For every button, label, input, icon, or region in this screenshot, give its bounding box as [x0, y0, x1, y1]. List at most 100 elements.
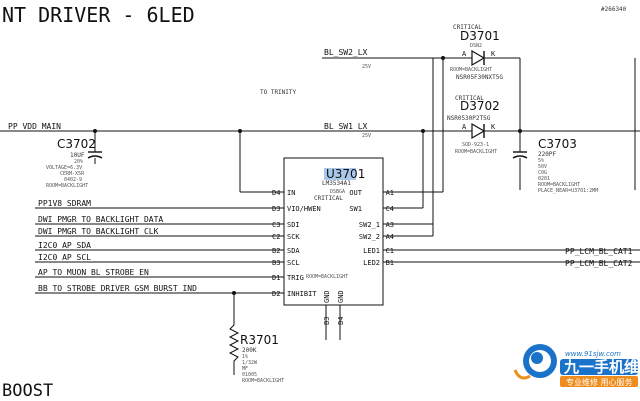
watermark-name-bg [560, 359, 638, 375]
svg-text:LED2: LED2 [363, 259, 380, 267]
svg-text:C2: C2 [272, 233, 280, 241]
svg-text:A1: A1 [386, 189, 394, 197]
ic-body [283, 157, 384, 306]
svg-text:D2: D2 [272, 290, 280, 298]
net-i2c-sda: I2C0_AP_SDA [38, 241, 91, 250]
svg-text:1%: 1% [242, 354, 248, 360]
svg-text:0402-9: 0402-9 [64, 177, 82, 183]
ic-part: LM3534A1 [322, 180, 351, 187]
svg-text:C4: C4 [386, 205, 394, 213]
svg-text:K: K [491, 123, 496, 131]
net-strobe-en: AP_TO_MUON_BL_STROBE_EN [38, 268, 149, 277]
junction-dots [93, 56, 522, 295]
svg-text:SW2_1: SW2_1 [359, 221, 380, 229]
net-bl-sw2-voltage: 25V [362, 64, 371, 70]
d3701-note: CRITICAL [453, 24, 482, 31]
r3701-value: 200K [242, 347, 257, 354]
svg-text:B2: B2 [272, 247, 280, 255]
svg-text:SW1: SW1 [349, 205, 362, 213]
svg-text:PLACE_NEAR=U3701:2MM: PLACE_NEAR=U3701:2MM [538, 188, 598, 194]
diode-d3702: CRITICAL D3702 NSR0530P2T5G A K SOD-923-… [447, 95, 500, 155]
ic-ref-highlight [324, 168, 356, 180]
svg-text:VIO/HWEN: VIO/HWEN [287, 205, 321, 213]
svg-text:SCL: SCL [287, 259, 300, 267]
watermark-name: 九一手机维修 [563, 358, 640, 376]
svg-text:D4: D4 [272, 189, 280, 197]
svg-text:TRIG: TRIG [287, 274, 304, 282]
net-pp-lcm-bl-cat2: PP_LCM_BL_CAT2 [565, 259, 633, 268]
d3702-pkg: SOD-923-1 [462, 142, 489, 148]
r3701-ref: R3701 [240, 333, 279, 347]
d3701-ref: D3701 [460, 29, 500, 43]
capacitor-c3703: C3703 220PF 5% 50V C0G 0201 ROOM=BACKLIG… [512, 137, 598, 194]
svg-text:D1: D1 [272, 274, 280, 282]
svg-text:SCK: SCK [287, 233, 300, 241]
boost-label: BOOST [2, 381, 53, 401]
svg-text:CERM-X5R: CERM-X5R [60, 171, 85, 177]
d3702-room: ROOM=BACKLIGHT [455, 149, 497, 155]
svg-text:IN: IN [287, 189, 295, 197]
d3702-note: CRITICAL [455, 95, 484, 102]
svg-text:ROOM=BACKLIGHT: ROOM=BACKLIGHT [242, 378, 284, 384]
svg-text:GND: GND [323, 290, 331, 303]
svg-text:C3: C3 [272, 221, 280, 229]
net-pp1v8-sdram: PP1V8_SDRAM [38, 199, 91, 208]
watermark-slogan-bg [560, 376, 638, 387]
svg-text:B1: B1 [386, 259, 394, 267]
net-bl-sw1-voltage: 25V [362, 133, 371, 139]
net-bl-sw2-lx: BL_SW2_LX [324, 48, 368, 57]
d3702-ref: D3702 [460, 99, 500, 113]
resistor-r3701: R3701 200K 1% 1/32W MF 01005 ROOM=BACKLI… [228, 324, 284, 384]
svg-text:B3: B3 [272, 259, 280, 267]
svg-text:SDI: SDI [287, 221, 300, 229]
ic-note: CRITICAL [314, 195, 343, 202]
sheet-id-label: #266340 [601, 6, 627, 13]
net-dwi-data: DWI_PMGR_TO_BACKLIGHT_DATA [38, 215, 163, 224]
svg-text:SDA: SDA [287, 247, 300, 255]
svg-text:ROOM=BACKLIGHT: ROOM=BACKLIGHT [538, 182, 580, 188]
net-bl-sw1-lx: BL_SW1_LX [324, 122, 368, 131]
ic-package: DSBGA [330, 189, 345, 195]
capacitor-c3702: C3702 10UF 20% VOLTAGE=6.3V CERM-X5R 040… [46, 137, 103, 189]
svg-text:D3: D3 [272, 205, 280, 213]
to-trinity-label: TO TRINITY [260, 89, 297, 96]
c3702-value: 10UF [70, 152, 85, 159]
d3702-part: NSR0530P2T5G [447, 115, 491, 122]
net-pp-vdd-main: PP_VDD_MAIN [8, 122, 61, 131]
net-i2c-scl: I2C0_AP_SCL [38, 253, 91, 262]
svg-text:1/32W: 1/32W [242, 360, 258, 366]
sheet-title: NT DRIVER - 6LED [2, 3, 195, 27]
svg-text:OUT: OUT [349, 189, 362, 197]
svg-text:0201: 0201 [538, 176, 550, 182]
svg-text:B4: B4 [337, 317, 345, 325]
watermark-slogan: 专业维修 用心服务 [566, 377, 633, 387]
ic-bottom-pins: GND GND B3 B4 [323, 290, 345, 325]
svg-text:20%: 20% [74, 159, 83, 165]
ic-left-pins: D4 IN D3 VIO/HWEN C3 SDI C2 SCK B2 SDA B… [272, 189, 321, 298]
d3701-pkg: DSN2 [470, 43, 482, 49]
svg-text:A: A [462, 123, 467, 131]
net-burst-ind: BB_TO_STROBE_DRIVER_GSM_BURST_IND [38, 284, 197, 293]
d3701-room: ROOM=BACKLIGHT [450, 67, 492, 73]
svg-text:ROOM=BACKLIGHT: ROOM=BACKLIGHT [46, 183, 88, 189]
c3703-value: 220PF [538, 151, 556, 158]
svg-text:VOLTAGE=6.3V: VOLTAGE=6.3V [46, 165, 82, 171]
svg-text:C1: C1 [386, 247, 394, 255]
svg-text:SW2_2: SW2_2 [359, 233, 380, 241]
net-pp-lcm-bl-cat1: PP_LCM_BL_CAT1 [565, 247, 633, 256]
ic-u3701: U3701 LM3534A1 DSBGA CRITICAL ROOM=BACKL… [272, 157, 394, 325]
svg-text:A3: A3 [386, 221, 394, 229]
c3702-ref: C3702 [57, 137, 96, 151]
svg-text:C0G: C0G [538, 170, 547, 176]
svg-text:A4: A4 [386, 233, 394, 241]
watermark-logo-icon [513, 344, 557, 380]
svg-text:MF: MF [242, 366, 248, 372]
svg-text:LED1: LED1 [363, 247, 380, 255]
d3701-part: NSR05F30NXT5G [456, 74, 503, 81]
svg-text:INHIBIT: INHIBIT [287, 290, 317, 298]
ic-room: ROOM=BACKLIGHT [306, 274, 348, 280]
watermark: www.91sjw.com 九一手机维修 专业维修 用心服务 [513, 344, 640, 387]
svg-text:K: K [491, 50, 496, 58]
left-net-labels: PP_VDD_MAIN PP1V8_SDRAM DWI_PMGR_TO_BACK… [8, 122, 197, 293]
